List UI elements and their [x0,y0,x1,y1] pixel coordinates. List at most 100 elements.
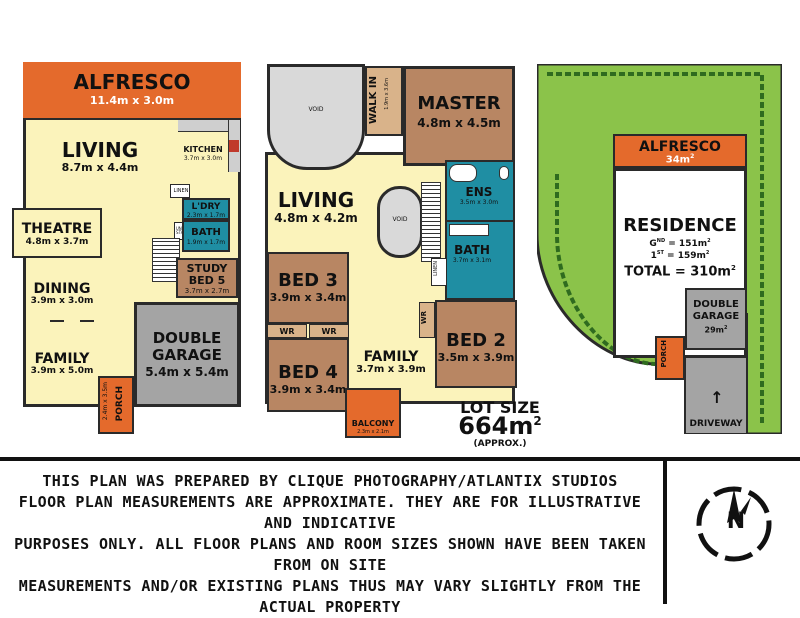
ff-void1-name: VOID [308,106,324,113]
ff-ensuite-name: ENS [465,185,493,199]
ff-bath-name: BATH [454,243,490,257]
ff-wr1-name: WR [279,327,295,336]
gf-living-dims: 8.7m x 4.4m [61,161,139,174]
disclaimer-text: THIS PLAN WAS PREPARED BY CLIQUE PHOTOGR… [10,471,650,618]
gf-dining-dims: 3.9m x 3.0m [30,296,94,306]
gf-living-name: LIVING [61,138,139,162]
ff-ensuite-dims: 3.5m x 3.0m [459,199,499,206]
gf-study-dims: 3.7m x 2.7m [184,287,230,295]
site-alfresco: ALFRESCO 34m2 [613,134,747,168]
site-residence-gnd-value-sup: 2 [707,238,711,244]
gf-linen-name: LINEN [173,188,189,194]
gf-bath: BATH 1.9m x 1.7m [182,220,230,252]
gf-garage-dims: 5.4m x 5.4m [145,365,229,379]
disclaimer-line-4: MEASUREMENTS AND/OR EXISTING PLANS THUS … [18,577,642,616]
site-driveway-arrow-icon: ↑ [710,388,724,407]
lot-size-approx: (APPROX.) [473,439,527,449]
ff-wr3-name: WR [420,311,428,325]
gf-kitchen-dims: 3.7m x 3.0m [183,155,223,162]
gf-garage: DOUBLE GARAGE 5.4m x 5.4m [134,302,240,407]
site-residence-total-sup: 2 [730,264,736,272]
gf-kitchen-name: KITCHEN [183,145,223,154]
lot-size-label: LOT SIZE [460,398,540,417]
ff-bed2: BED 2 3.5m x 3.9m [435,300,517,388]
ff-balcony-dims: 2.3m x 2.1m [357,429,389,435]
ff-walkin-name: WALK IN [368,76,379,125]
site-residence-total-value: TOTAL = 310m [624,264,731,280]
site-garage-area-sup: 2 [723,325,728,331]
gf-study-name2: BED 5 [188,274,226,287]
site-residence-first: 1ST = 159m2 [616,251,744,261]
lot-size-sup: 2 [533,414,542,428]
ff-living-dims: 4.8m x 4.2m [274,211,358,225]
site-plan: ALFRESCO 34m2 RESIDENCE GND = 151m2 1ST … [537,64,782,434]
site-garage-area-value: 29m [704,325,724,335]
bathtub-icon [449,164,477,182]
site-garage-name2: GARAGE [692,311,740,322]
vanity-icon [449,224,489,236]
disclaimer-line-1: THIS PLAN WAS PREPARED BY CLIQUE PHOTOGR… [42,472,618,490]
site-residence-gnd-sup: ND [656,238,666,244]
first-floor-plan: VOID WALK IN 1.9m x 3.6m MASTER 4.8m x 4… [265,62,520,438]
site-residence-first-value: = 159m [663,251,706,261]
gf-stairs [152,238,180,282]
north-arrow-icon [696,486,772,562]
ff-bed4-name: BED 4 [278,362,338,383]
toilet-icon [499,166,509,180]
gf-linen: LINEN [170,184,190,198]
lot-size-number: 664m [458,412,534,440]
ff-bed3: BED 3 3.9m x 3.4m [267,252,349,324]
site-garage-name: DOUBLE [693,299,739,310]
ff-living-name: LIVING [277,188,355,212]
gf-alfresco-name: ALFRESCO [73,70,191,94]
ff-master-dims: 4.8m x 4.5m [417,116,501,130]
ff-stairs [421,182,441,262]
gf-study-name: STUDY [186,262,228,275]
disclaimer-line-2: FLOOR PLAN MEASUREMENTS ARE APPROXIMATE.… [18,493,642,532]
gf-dining-name: DINING [33,281,91,297]
site-porch-name: PORCH [660,340,681,368]
ff-walkin: WALK IN 1.9m x 3.6m [365,66,403,136]
site-residence-first-sup: ST [656,250,664,256]
ff-void2: VOID [377,186,423,258]
gf-alfresco: ALFRESCO 11.4m x 3.0m [23,62,241,118]
site-driveway-label: DRIVEWAY [689,419,743,429]
gf-porch-name: PORCH [115,386,125,422]
compass-box: N [663,461,800,604]
gf-dining-divider-2 [80,320,94,322]
ff-wr2: WR [309,324,349,338]
ff-void1: VOID [267,64,365,170]
site-alfresco-area: 34m2 [615,154,745,165]
site-residence-first-label: 1 [650,251,657,261]
gf-bath-name: BATH [191,227,221,238]
stove-icon [229,140,239,152]
gf-porch-dims: 2.4m x 3.5m [102,382,109,421]
ff-bed3-dims: 3.9m x 3.4m [269,291,347,304]
gf-theatre-name: THEATRE [21,221,93,237]
ff-wr2-name: WR [321,327,337,336]
ff-bed2-dims: 3.5m x 3.9m [437,351,515,364]
site-residence-first-value-sup: 2 [705,250,710,256]
ff-master-name: MASTER [417,93,501,114]
gf-family-name: FAMILY [34,351,90,367]
site-garage-area: 29m2 [687,326,745,335]
compass-letter: N [726,509,746,534]
site-alfresco-name: ALFRESCO [639,139,721,155]
site-residence-total: TOTAL = 310m2 [616,264,744,280]
disclaimer-line-3: PURPOSES ONLY. ALL FLOOR PLANS AND ROOM … [14,535,646,574]
gf-kitchen: KITCHEN 3.7m x 3.0m [178,120,240,172]
gf-theatre: THEATRE 4.8m x 3.7m [12,208,102,258]
ff-master: MASTER 4.8m x 4.5m [403,66,515,166]
ff-walkin-dims: 1.9m x 3.6m [384,78,390,110]
disclaimer-panel: THIS PLAN WAS PREPARED BY CLIQUE PHOTOGR… [0,457,800,616]
gf-family-dims: 3.9m x 5.0m [30,366,94,376]
gf-alfresco-dims: 11.4m x 3.0m [89,94,175,107]
ff-bath-dims: 3.7m x 3.1m [452,257,492,264]
site-garage: DOUBLE GARAGE 29m2 [685,288,747,350]
gf-theatre-dims: 4.8m x 3.7m [25,237,89,247]
site-residence-gnd: GND = 151m2 [616,239,744,249]
ff-bed4-dims: 3.9m x 3.4m [269,383,347,396]
site-porch-label: PORCH [660,340,668,368]
ff-family-dims: 3.7m x 3.9m [356,364,426,375]
gf-bath-dims: 1.9m x 1.7m [186,239,226,246]
